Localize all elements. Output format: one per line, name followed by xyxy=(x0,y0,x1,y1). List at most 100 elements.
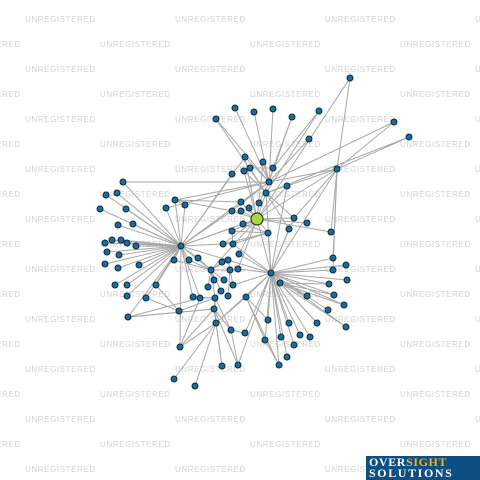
network-node[interactable] xyxy=(115,251,123,259)
network-node[interactable] xyxy=(132,242,140,250)
network-node[interactable] xyxy=(212,115,220,123)
network-node[interactable] xyxy=(277,333,285,341)
network-node[interactable] xyxy=(170,256,178,264)
network-node[interactable] xyxy=(327,228,335,236)
network-node[interactable] xyxy=(340,301,348,309)
network-node[interactable] xyxy=(265,178,273,186)
network-node[interactable] xyxy=(259,158,267,166)
network-node[interactable] xyxy=(117,236,125,244)
network-node[interactable] xyxy=(177,242,185,250)
network-node[interactable] xyxy=(114,221,122,229)
network-node[interactable] xyxy=(170,375,178,383)
network-node[interactable] xyxy=(343,276,351,284)
network-node[interactable] xyxy=(175,307,183,315)
network-node[interactable] xyxy=(250,108,258,116)
network-node[interactable] xyxy=(275,361,283,369)
network-node[interactable] xyxy=(242,293,250,301)
network-node[interactable] xyxy=(227,326,235,334)
network-node[interactable] xyxy=(276,279,284,287)
network-node[interactable] xyxy=(124,313,132,321)
network-node[interactable] xyxy=(194,254,202,262)
network-node[interactable] xyxy=(111,281,119,289)
network-node[interactable] xyxy=(313,319,321,327)
network-node[interactable] xyxy=(220,276,228,284)
network-node[interactable] xyxy=(135,261,143,269)
network-node[interactable] xyxy=(129,220,137,228)
network-node[interactable] xyxy=(108,236,116,244)
network-node[interactable] xyxy=(103,248,111,256)
network-node[interactable] xyxy=(114,264,122,272)
network-node[interactable] xyxy=(212,319,220,327)
network-node[interactable] xyxy=(283,182,291,190)
network-node[interactable] xyxy=(390,118,398,126)
network-node[interactable] xyxy=(285,319,293,327)
network-node[interactable] xyxy=(204,283,212,291)
network-node[interactable] xyxy=(290,341,298,349)
network-node[interactable] xyxy=(262,189,270,197)
network-node[interactable] xyxy=(218,258,226,266)
network-node[interactable] xyxy=(264,229,272,237)
network-node[interactable] xyxy=(181,201,189,209)
network-node[interactable] xyxy=(207,266,215,274)
network-node[interactable] xyxy=(346,74,354,82)
network-node[interactable] xyxy=(162,204,170,212)
network-node[interactable] xyxy=(290,214,298,222)
network-node[interactable] xyxy=(123,239,131,247)
network-node[interactable] xyxy=(306,333,314,341)
network-node[interactable] xyxy=(226,266,234,274)
network-node[interactable] xyxy=(219,240,227,248)
network-node[interactable] xyxy=(269,105,277,113)
network-node[interactable] xyxy=(255,199,263,207)
network-node[interactable] xyxy=(237,198,245,206)
network-node[interactable] xyxy=(122,205,130,213)
network-node[interactable] xyxy=(305,135,313,143)
network-node[interactable] xyxy=(142,294,150,302)
network-node[interactable] xyxy=(315,107,323,115)
network-node[interactable] xyxy=(303,292,311,300)
network-node[interactable] xyxy=(246,164,254,172)
network-node[interactable] xyxy=(176,343,184,351)
network-node[interactable] xyxy=(330,291,338,299)
network-node[interactable] xyxy=(283,353,291,361)
network-node[interactable] xyxy=(234,361,242,369)
network-node[interactable] xyxy=(123,281,131,289)
network-node[interactable] xyxy=(224,292,232,300)
network-node[interactable] xyxy=(101,260,109,268)
network-node[interactable] xyxy=(342,261,350,269)
network-node[interactable] xyxy=(239,220,247,228)
network-node[interactable] xyxy=(329,266,337,274)
network-node[interactable] xyxy=(303,219,311,227)
network-node[interactable] xyxy=(324,306,332,314)
network-node[interactable] xyxy=(229,240,237,248)
network-node[interactable] xyxy=(237,207,245,215)
network-node[interactable] xyxy=(228,227,236,235)
network-node[interactable] xyxy=(218,362,226,370)
network-node[interactable] xyxy=(241,329,249,337)
network-node[interactable] xyxy=(240,167,248,175)
network-node[interactable] xyxy=(325,280,333,288)
network-node[interactable] xyxy=(191,382,199,390)
network-node[interactable] xyxy=(189,293,197,301)
network-node[interactable] xyxy=(245,204,253,212)
focus-node[interactable] xyxy=(250,212,264,226)
network-node[interactable] xyxy=(261,336,269,344)
network-node[interactable] xyxy=(171,196,179,204)
network-node[interactable] xyxy=(329,254,337,262)
network-node[interactable] xyxy=(333,165,341,173)
network-node[interactable] xyxy=(241,153,249,161)
network-node[interactable] xyxy=(405,133,413,141)
network-node[interactable] xyxy=(210,305,218,313)
network-node[interactable] xyxy=(96,205,104,213)
network-node[interactable] xyxy=(102,191,110,199)
network-node[interactable] xyxy=(196,294,204,302)
network-node[interactable] xyxy=(296,331,304,339)
network-node[interactable] xyxy=(288,113,296,121)
network-node[interactable] xyxy=(234,265,242,273)
network-node[interactable] xyxy=(269,164,277,172)
network-node[interactable] xyxy=(228,170,236,178)
network-node[interactable] xyxy=(113,189,121,197)
network-node[interactable] xyxy=(235,250,243,258)
network-node[interactable] xyxy=(210,276,218,284)
network-node[interactable] xyxy=(101,239,109,247)
network-node[interactable] xyxy=(119,178,127,186)
